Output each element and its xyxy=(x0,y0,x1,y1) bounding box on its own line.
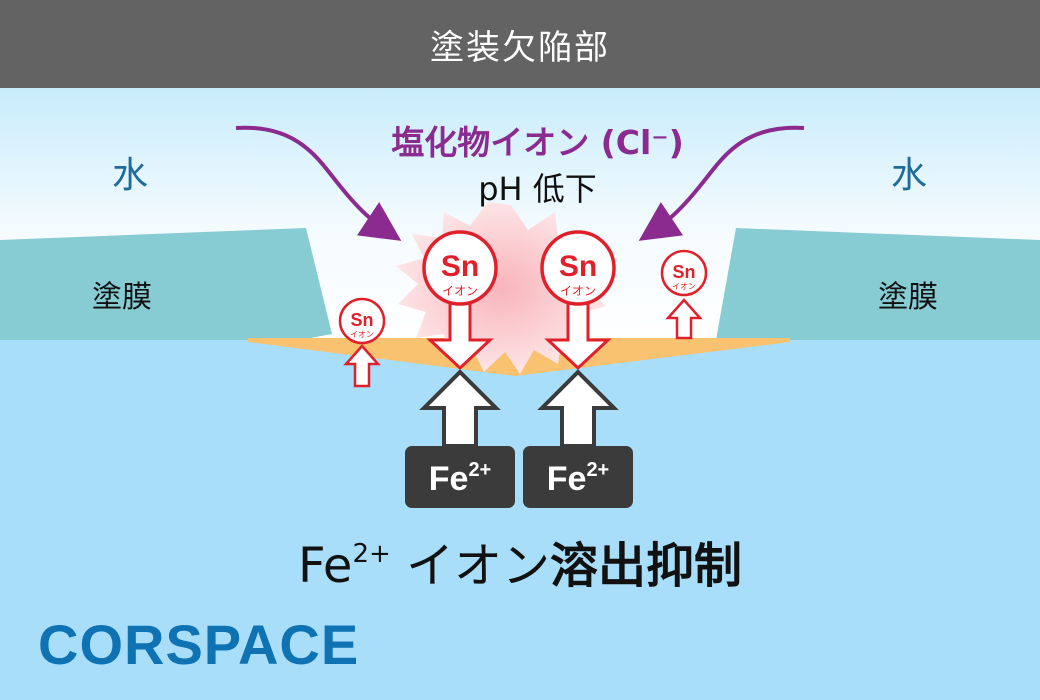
sn-ion-sub: イオン xyxy=(350,330,374,339)
coating-left-shape xyxy=(0,228,332,340)
fe-box-2: Fe2+ xyxy=(523,446,633,508)
brand-logo: CORSPACE xyxy=(38,613,360,676)
coating-right-shape xyxy=(716,228,1040,340)
water-label-left: 水 xyxy=(112,155,149,196)
chloride-arrow-left xyxy=(235,125,402,241)
sn-down-arrow-1 xyxy=(426,298,494,371)
chloride-arrow-right xyxy=(638,125,805,241)
coating-label-right: 塗膜 xyxy=(878,280,938,315)
sn-ion-sub: イオン xyxy=(442,284,478,298)
sn-down-arrow-2 xyxy=(544,298,612,371)
caption-middle: イオン xyxy=(390,538,551,594)
steel-substrate xyxy=(0,340,1040,700)
sn-ion-sub: イオン xyxy=(672,282,696,291)
fe-symbol: Fe xyxy=(547,460,587,498)
corrosion-diagram: Sn イオン Sn イオン Sn イオン Sn イオン Fe2+ Fe2+ xyxy=(0,88,1040,700)
sn-ion-large-2: Sn イオン xyxy=(540,230,616,306)
sn-up-arrow-right xyxy=(665,298,703,340)
header-title: 塗装欠陥部 xyxy=(0,0,1040,88)
sn-ion-symbol: Sn xyxy=(672,262,695,282)
water-label-right: 水 xyxy=(891,155,928,196)
caption-charge: 2+ xyxy=(352,539,391,569)
chloride-ion-label: 塩化物イオン (Cl⁻) xyxy=(391,123,684,162)
caption: Fe2+ イオン溶出抑制 xyxy=(0,526,1040,596)
ph-drop-label: pH 低下 xyxy=(478,170,597,208)
coating-label-left: 塗膜 xyxy=(92,280,152,315)
fe-symbol: Fe xyxy=(429,460,469,498)
caption-emphasis: 溶出抑制 xyxy=(550,538,743,594)
svg-text:Fe2+: Fe2+ xyxy=(429,459,492,498)
fe-charge: 2+ xyxy=(468,459,491,481)
sn-ion-symbol: Sn xyxy=(350,310,373,330)
sn-ion-large-1: Sn イオン xyxy=(422,230,498,306)
sn-ion-small-right: Sn イオン xyxy=(660,249,708,297)
fe-box-1: Fe2+ xyxy=(405,446,515,508)
fe-charge: 2+ xyxy=(586,459,609,481)
svg-text:Fe2+: Fe2+ xyxy=(547,459,610,498)
sn-ion-symbol: Sn xyxy=(559,250,597,283)
caption-ion: Fe xyxy=(297,538,353,594)
sn-up-arrow-left xyxy=(343,344,381,388)
sn-ion-small-left: Sn イオン xyxy=(338,297,386,345)
sn-ion-symbol: Sn xyxy=(441,250,479,283)
sn-ion-sub: イオン xyxy=(560,284,596,298)
